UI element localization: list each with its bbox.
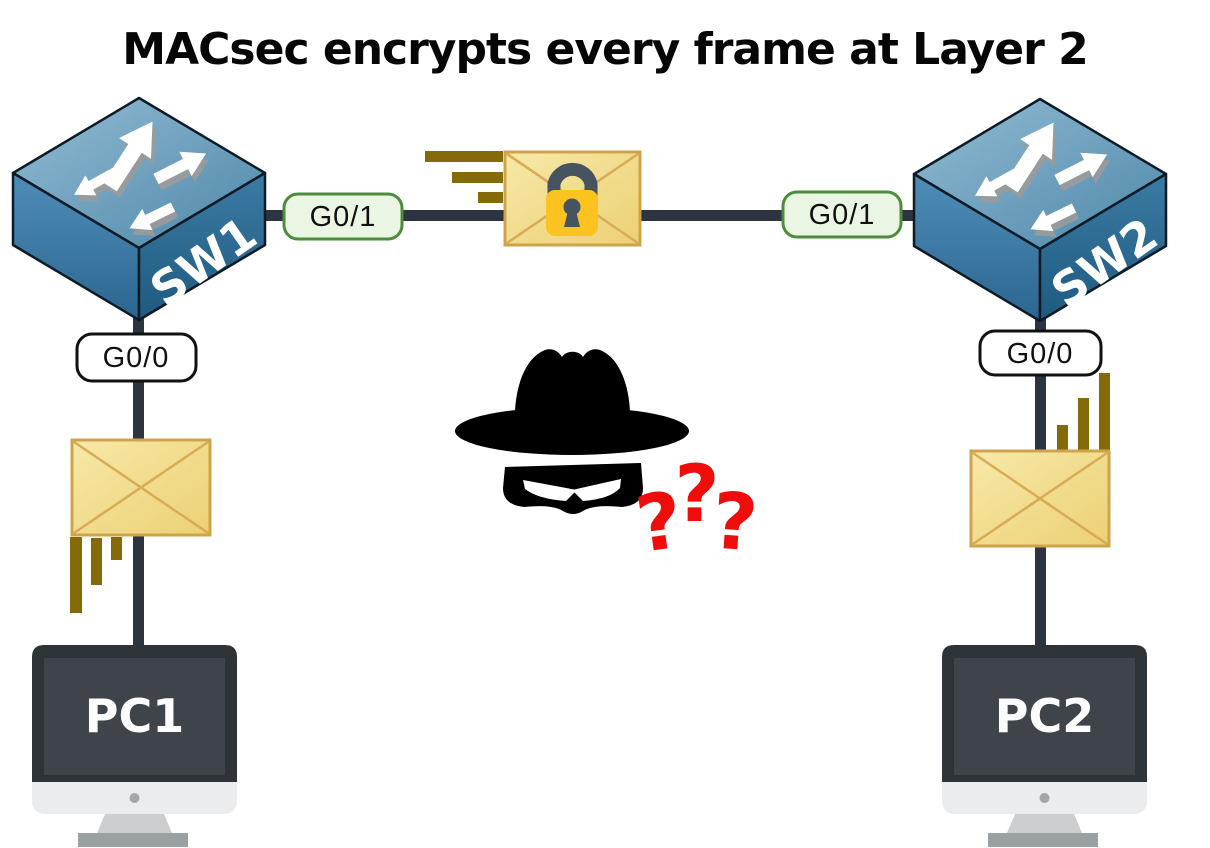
monitor-stand-neck	[1007, 814, 1082, 833]
pc-pc1: PC1	[32, 645, 237, 847]
spy-hat-crown	[514, 349, 631, 421]
question-marks: ? ? ?	[631, 450, 761, 571]
question-mark-2: ?	[674, 450, 719, 540]
port-label-sw1-g01: G0/1	[282, 192, 404, 241]
switch-sw2: SW2	[912, 97, 1168, 323]
monitor-stand-neck	[97, 814, 172, 833]
locked-envelope-icon	[425, 150, 642, 247]
port-label-sw2-g01-text: G0/1	[809, 199, 876, 231]
monitor-camera-dot	[129, 793, 140, 803]
spy-mask	[503, 463, 643, 514]
monitor-stand-base	[78, 833, 188, 847]
switch-sw1: SW1	[11, 96, 267, 322]
lock-icon	[546, 162, 598, 236]
envelope-icon-left	[70, 438, 212, 613]
port-label-sw1-g00-text: G0/0	[103, 342, 170, 374]
monitor-camera-dot	[1039, 793, 1050, 803]
question-mark-3: ?	[709, 477, 760, 570]
speed-lines-up	[1057, 373, 1110, 451]
pc-pc1-label: PC1	[85, 689, 184, 743]
speed-lines-left	[425, 151, 503, 203]
speed-lines-down	[70, 537, 122, 613]
pc-pc2: PC2	[942, 645, 1147, 847]
port-label-sw2-g01: G0/1	[781, 190, 903, 239]
spy-icon	[455, 349, 689, 514]
monitor-stand-base	[988, 833, 1098, 847]
pc-pc2-label: PC2	[995, 689, 1094, 743]
spy-hat-brim	[455, 407, 689, 455]
spy-eye-right	[572, 479, 621, 501]
spy-eye-left	[523, 480, 577, 501]
page-title: MACsec encrypts every frame at Layer 2	[122, 24, 1088, 75]
port-label-sw1-g00: G0/0	[75, 332, 198, 383]
port-label-sw2-g00: G0/0	[978, 329, 1103, 377]
port-label-sw1-g01-text: G0/1	[310, 201, 377, 233]
envelope-icon-right	[969, 373, 1111, 548]
port-label-sw2-g00-text: G0/0	[1007, 338, 1074, 370]
